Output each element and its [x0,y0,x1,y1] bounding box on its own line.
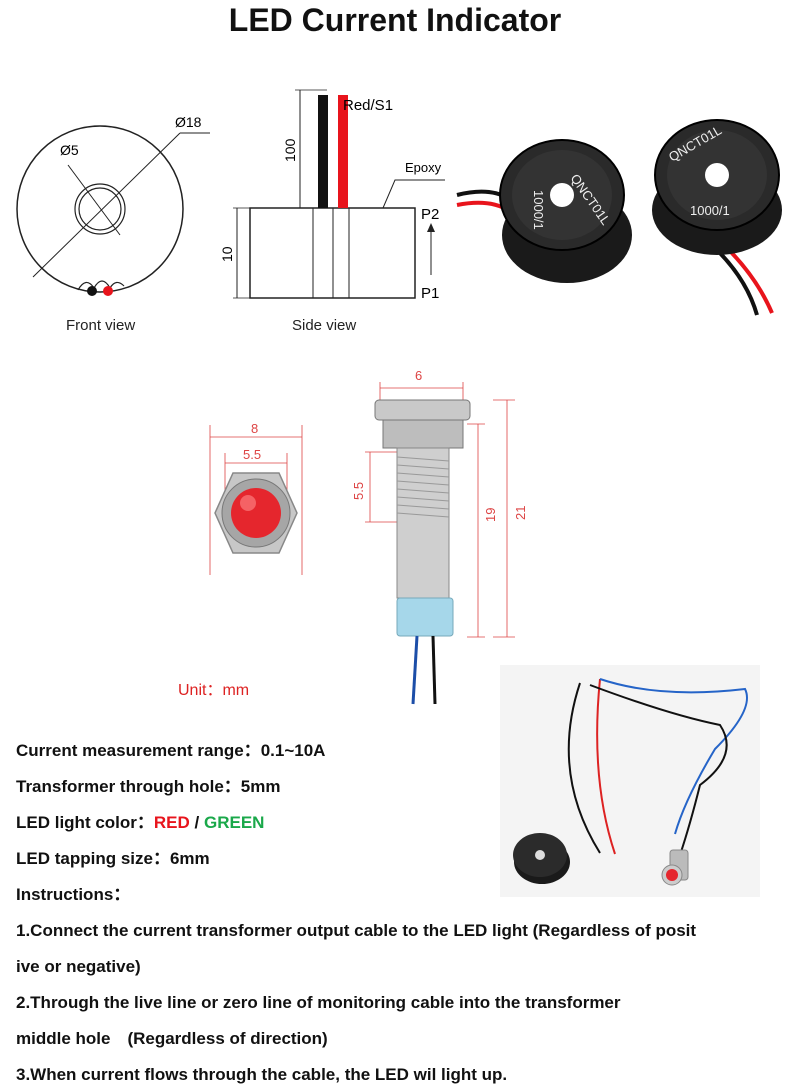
instruction-step-1b: ive or negative) [16,957,141,976]
ratio-label-b: 1000/1 [690,203,730,218]
red-s1-label: Red/S1 [343,97,393,114]
ratio-label-a: 1000/1 [531,190,546,230]
outer-diameter-label: Ø18 [175,114,202,130]
spec-color-sep: / [194,813,200,832]
side-view-drawing: Red/S1 100 10 Epoxy P2 P1 [219,89,445,302]
black-wire [318,95,328,208]
spec-tap-value: 6mm [169,849,210,868]
spec-range-value: 0.1~10A [260,741,326,760]
dim-side-total: 21 [513,506,528,520]
spec-hole-label: Transformer through hole： [16,777,241,796]
dim-side-thread: 5.5 [351,482,366,500]
lead-length-label: 100 [282,138,298,162]
spec-color-red: RED [153,813,190,832]
front-view-caption: Front view [66,317,136,334]
spec-hole: Transformer through hole：5mm [16,776,280,798]
instruction-step-2a: 2.Through the live line or zero line of … [16,993,621,1012]
led-lens [231,488,281,538]
instruction-step-3: 3.When current flows through the cable, … [16,1065,508,1084]
transformer-right: QNCT01L 1000/1 [652,119,782,255]
instruction-step-2b: middle hole (Regardless of direction) [16,1029,328,1048]
side-view-caption: Side view [292,317,357,334]
red-wire [338,95,348,208]
front-view-drawing: Ø18 Ø5 [16,114,210,296]
instruction-step-1a: 1.Connect the current transformer output… [16,921,697,940]
epoxy-label: Epoxy [405,160,442,175]
p1-label: P1 [421,285,439,302]
spec-hole-value: 5mm [240,777,281,796]
spec-tapping: LED tapping size：6mm [16,848,210,870]
red-wire-dot [103,286,113,296]
height-label: 10 [219,246,235,262]
black-wire-dot [87,286,97,296]
led-front-drawing: 8 5.5 [209,421,303,575]
p2-label: P2 [421,206,439,223]
dim-front-inner: 5.5 [243,447,261,462]
dim-side-body: 19 [483,508,498,522]
page-title: LED Current Indicator [228,2,562,38]
dim-side-top: 6 [415,368,422,383]
spec-range-label: Current measurement range： [16,741,261,760]
transformer-photo: QNCT01L 1000/1 QNCT01L 1000/1 [456,119,782,316]
spec-color-label: LED light color： [16,813,154,832]
spec-color-green: GREEN [204,813,265,832]
spec-color: LED light color：RED / GREEN [16,812,264,834]
led-side-drawing: 6 5.5 19 21 [351,368,528,705]
inner-diameter-label: Ø5 [60,142,79,158]
assembled-product-photo [500,665,760,897]
spec-tap-label: LED tapping size： [16,849,170,868]
instructions-heading: Instructions： [16,885,131,904]
dim-front-outer: 8 [251,421,258,436]
transformer-left: QNCT01L 1000/1 [499,139,632,283]
unit-label: Unit：mm [178,682,250,699]
spec-range: Current measurement range：0.1~10A [16,740,325,762]
